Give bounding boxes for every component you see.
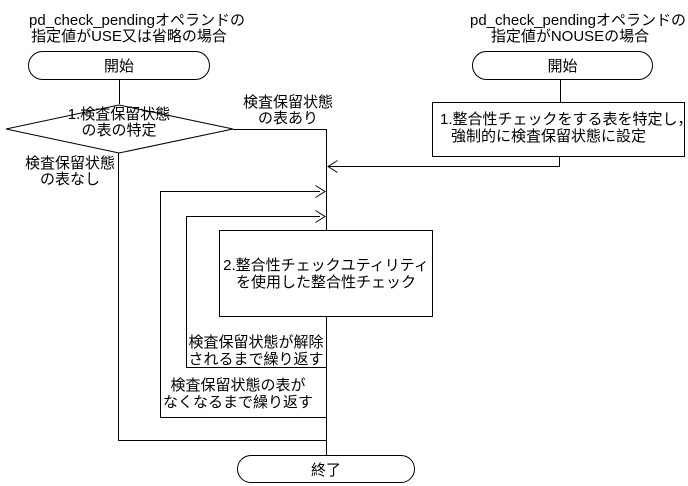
outer-loop-line2: なくなるまで繰り返す (162, 394, 313, 411)
caption-use-case: pd_check_pendingオペランドの 指定値がUSE又は省略の場合 (29, 12, 245, 45)
caption-use-line2: 指定値がUSE又は省略の場合 (31, 28, 227, 45)
loop-label-until-released: 検査保留状態が解除 されるまで繰り返す (176, 334, 336, 368)
flow-lines (118, 80, 561, 455)
caption-nouse-case: pd_check_pendingオペランドの 指定値がNOUSEの場合 (470, 12, 686, 45)
connector-process-nouse-to-merge (328, 157, 560, 167)
branch-tables-exist-line2: の表あり (257, 110, 318, 127)
start-terminator-nouse-label: 開始 (547, 58, 578, 75)
caption-nouse-line1: pd_check_pendingオペランドの (470, 12, 686, 29)
end-terminator-label: 終了 (310, 461, 341, 479)
decision-identify-check-pending-tables: 1.検査保留状態 の表の特定 (35, 107, 203, 139)
inner-loop-line2: されるまで繰り返す (188, 351, 324, 368)
caption-use-line1: pd_check_pendingオペランドの (29, 12, 245, 29)
arrowhead-merge-left-icon (327, 160, 338, 173)
outer-loop-line1: 検査保留状態の表が (170, 377, 306, 394)
branch-tables-exist-line1: 検査保留状態 (242, 94, 333, 111)
connector-outer-loop (160, 191, 327, 418)
start-terminator-use: 開始 (28, 51, 210, 80)
process-box-integrity-check-utility: 2.整合性チェックユティリティ を使用した整合性チェック (219, 230, 433, 317)
process-force-line1: 1.整合性チェックをする表を特定し， (440, 111, 688, 128)
branch-label-no-tables: 検査保留状態 の表なし (10, 156, 130, 188)
arrowhead-outer-loop-right-icon (315, 185, 326, 198)
decision-line1: 1.検査保留状態 (67, 106, 171, 123)
process-force-line2: 強制的に検査保留状態に設定 (451, 128, 647, 145)
inner-loop-line1: 検査保留状態が解除 (188, 334, 324, 351)
loop-label-until-no-tables: 検査保留状態の表が なくなるまで繰り返す (158, 377, 318, 411)
branch-no-tables-line1: 検査保留状態 (24, 155, 115, 172)
process-box-force-check-pending: 1.整合性チェックをする表を特定し， 強制的に検査保留状態に設定 (432, 102, 688, 157)
caption-nouse-line2: 指定値がNOUSEの場合 (490, 28, 650, 45)
decision-line2: の表の特定 (81, 122, 157, 139)
process-integrity-line2: を使用した整合性チェック (235, 273, 416, 291)
connector-decision-yes-to-process (233, 129, 327, 230)
process-integrity-line1: 2.整合性チェックユティリティ (223, 256, 429, 274)
end-terminator: 終了 (237, 455, 415, 483)
decision-diamond-shape (5, 104, 234, 154)
connector-decision-no-to-end (118, 153, 327, 441)
start-terminator-nouse: 開始 (472, 51, 653, 80)
start-terminator-use-label: 開始 (103, 58, 134, 75)
arrowhead-inner-loop-right-icon (315, 210, 326, 223)
connector-inner-loop (186, 216, 327, 368)
branch-no-tables-line2: の表なし (39, 171, 100, 188)
branch-label-tables-exist: 検査保留状態 の表あり (228, 95, 348, 127)
